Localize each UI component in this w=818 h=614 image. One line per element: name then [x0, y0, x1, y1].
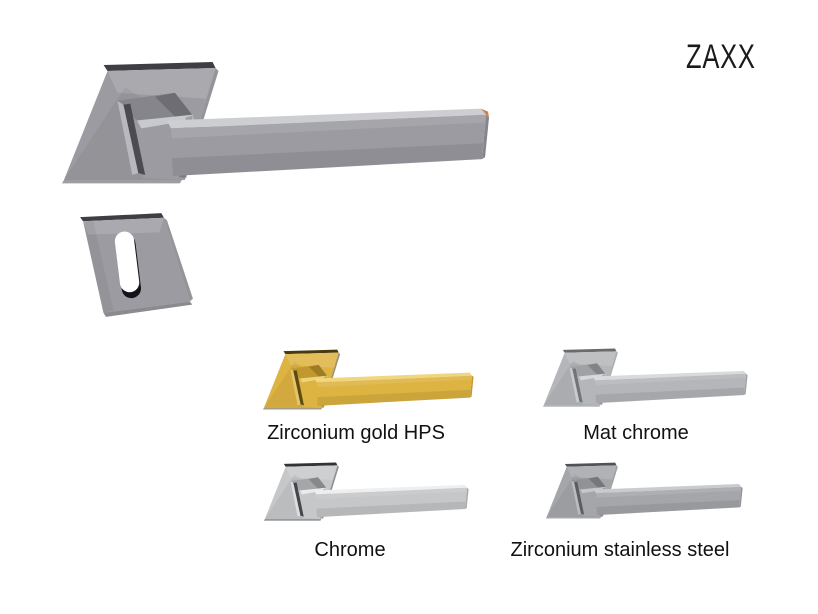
variant-handle-image-zirconium-gold-hps — [262, 349, 474, 410]
variant-label-chrome: Chrome — [314, 539, 386, 561]
variant-handle-image-zirconium-stainless-steel — [545, 462, 743, 519]
product-title: ZAXX — [686, 40, 779, 74]
hero-door-handle-image — [61, 62, 490, 184]
variant-label-zirconium-stainless-steel: Zirconium stainless steel — [510, 539, 730, 561]
variant-label-mat-chrome: Mat chrome — [583, 422, 689, 444]
variant-handle-image-chrome — [263, 462, 469, 521]
key-escutcheon-image — [80, 213, 193, 317]
variant-handle-image-mat-chrome — [542, 348, 748, 407]
variant-label-zirconium-gold-hps: Zirconium gold HPS — [267, 422, 445, 444]
product-title-text: ZAXX — [686, 38, 756, 76]
